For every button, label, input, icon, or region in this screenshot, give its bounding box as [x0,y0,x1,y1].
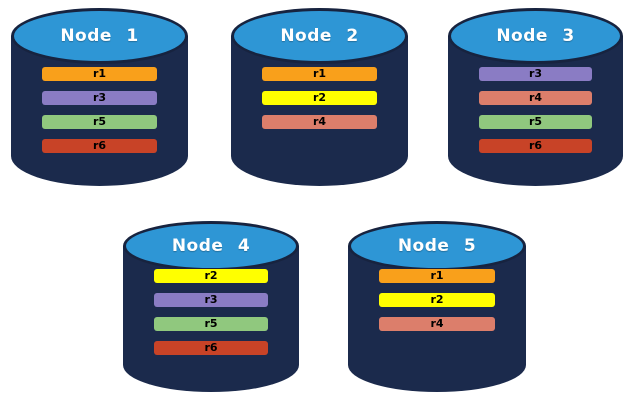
cylinder-top: Node 5 [348,221,526,271]
replica-bar: r4 [379,317,495,331]
replica-bar: r1 [379,269,495,283]
cylinder-top: Node 1 [11,8,188,64]
replica-bar: r1 [41,67,158,81]
node-cylinder-5: Node 5 r1 r2 r4 [348,221,526,392]
node-cylinder-1: Node 1 r1 r3 r5 r6 [11,8,188,186]
replica-list: r1 r2 r4 [348,269,526,331]
node-cylinder-4: Node 4 r2 r3 r5 r6 [123,221,299,392]
replica-bar: r5 [41,115,158,129]
replica-bar: r6 [41,139,158,153]
replica-bar: r1 [261,67,378,81]
cylinder-top: Node 2 [231,8,408,64]
node-title: Node 3 [496,26,575,46]
replica-bar: r5 [478,115,593,129]
replica-list: r3 r4 r5 r6 [448,67,623,153]
replica-bar: r4 [261,115,378,129]
replica-bar: r5 [153,317,269,331]
replica-list: r2 r3 r5 r6 [123,269,299,355]
replica-list: r1 r2 r4 [231,67,408,129]
node-title: Node 2 [280,26,359,46]
replica-bar: r4 [478,91,593,105]
replica-bar: r6 [153,341,269,355]
replica-bar: r3 [41,91,158,105]
replica-bar: r2 [379,293,495,307]
replica-bar: r2 [261,91,378,105]
cylinder-top: Node 3 [448,8,623,64]
node-title: Node 5 [397,236,477,256]
replica-bar: r3 [153,293,269,307]
node-cylinder-2: Node 2 r1 r2 r4 [231,8,408,186]
replica-bar: r3 [478,67,593,81]
node-title: Node 4 [171,236,251,256]
replica-list: r1 r3 r5 r6 [11,67,188,153]
cylinder-top: Node 4 [123,221,299,271]
replica-bar: r2 [153,269,269,283]
replica-bar: r6 [478,139,593,153]
node-cylinder-3: Node 3 r3 r4 r5 r6 [448,8,623,186]
node-title: Node 1 [60,26,139,46]
